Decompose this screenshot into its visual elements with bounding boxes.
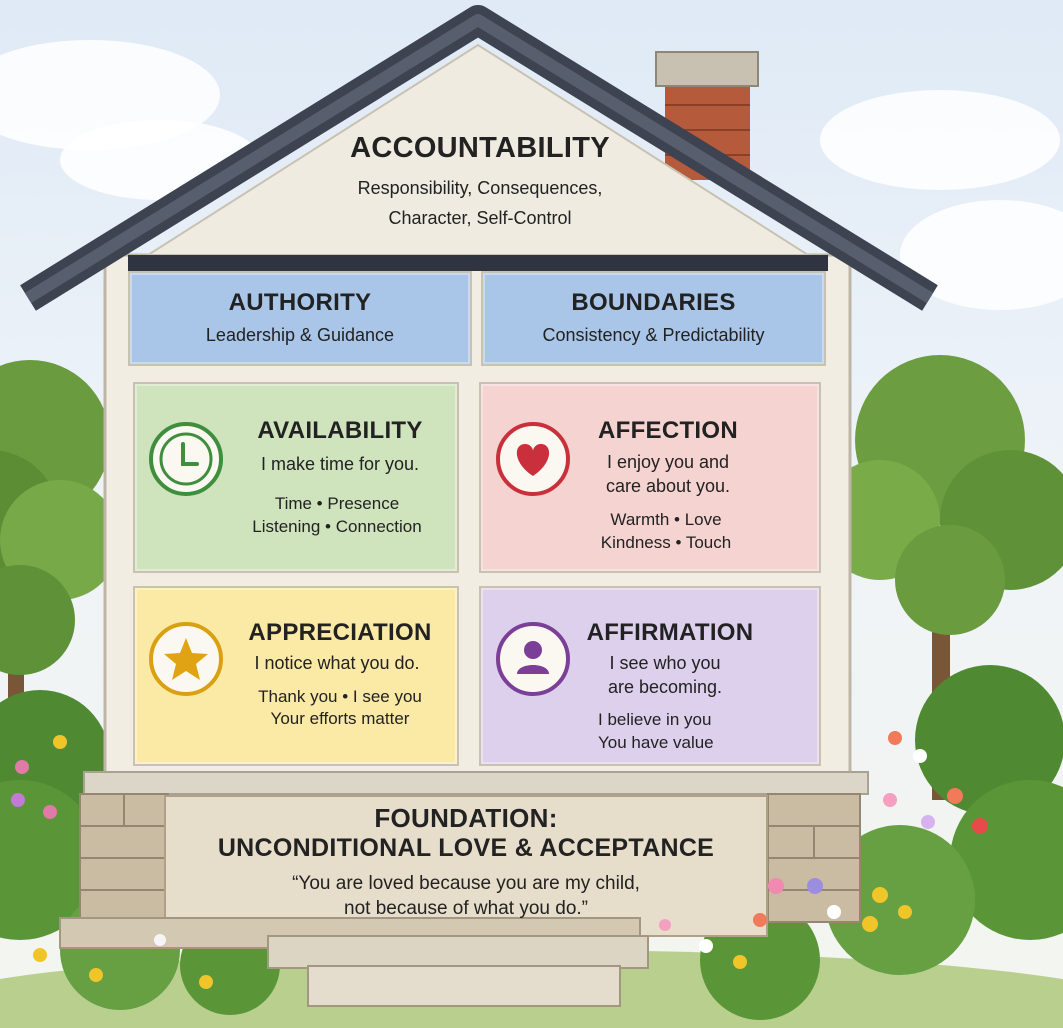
left-flowers <box>11 735 213 989</box>
availability-title: AVAILABILITY <box>257 417 423 444</box>
right-flowers <box>659 731 988 969</box>
affirmation-detail-2: You have value <box>598 733 714 752</box>
step-upper <box>267 935 649 969</box>
boundaries-subtitle: Consistency & Predictability <box>542 325 765 345</box>
clock-icon <box>149 422 223 496</box>
foundation-quote-1: “You are loved because you are my child, <box>292 873 640 894</box>
step-lower <box>307 965 621 1007</box>
person-icon <box>496 622 570 696</box>
cloud <box>820 90 1060 190</box>
heart-icon <box>496 422 570 496</box>
affection-title: AFFECTION <box>597 417 739 444</box>
affection-statement-2: care about you. <box>605 476 731 496</box>
roof-line-1: Responsibility, Consequences, <box>357 178 603 198</box>
ledge <box>83 771 869 795</box>
affirmation-statement-1: I see who you <box>609 653 721 673</box>
foundation-title-2: UNCONDITIONAL LOVE & ACCEPTANCE <box>217 834 715 862</box>
affection-statement-1: I enjoy you and <box>606 452 730 472</box>
authority-panel <box>128 271 472 366</box>
affirmation-detail-1: I believe in you <box>598 710 712 729</box>
appreciation-detail-1: Thank you • I see you <box>258 687 422 706</box>
foundation-panel <box>164 795 768 937</box>
affection-detail-2: Kindness • Touch <box>600 533 732 552</box>
foundation-title-1: FOUNDATION: <box>374 803 558 833</box>
affection-detail-1: Warmth • Love <box>610 510 722 529</box>
availability-detail-2: Listening • Connection <box>252 517 422 536</box>
appreciation-title: APPRECIATION <box>248 619 432 646</box>
foundation-quote-2: not because of what you do.” <box>344 898 588 919</box>
affirmation-title: AFFIRMATION <box>586 619 754 646</box>
appreciation-statement: I notice what you do. <box>254 653 420 673</box>
appreciation-detail-2: Your efforts matter <box>270 709 410 728</box>
availability-detail-1: Time • Presence <box>274 494 400 513</box>
authority-subtitle: Leadership & Guidance <box>205 325 395 345</box>
boundaries-panel <box>481 271 826 366</box>
availability-statement: I make time for you. <box>260 454 420 474</box>
star-icon <box>149 622 223 696</box>
roof-line-2: Character, Self-Control <box>388 208 572 228</box>
roof-beam <box>128 255 828 271</box>
affirmation-statement-2: are becoming. <box>607 677 723 697</box>
roof-title: ACCOUNTABILITY <box>350 132 610 164</box>
authority-title: AUTHORITY <box>228 289 372 316</box>
left-bushes <box>0 690 280 1015</box>
boundaries-title: BOUNDARIES <box>571 289 736 316</box>
